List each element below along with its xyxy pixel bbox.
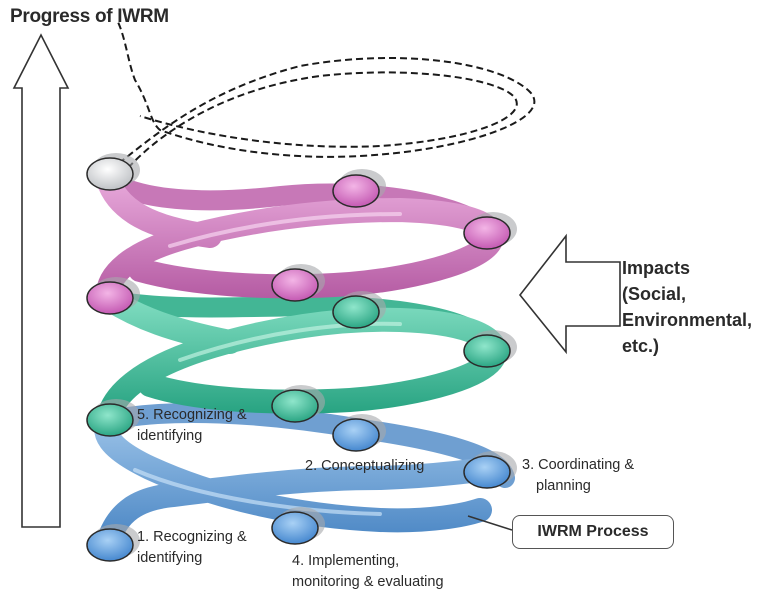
node-green-1 <box>86 403 134 437</box>
step-1-line-2: identifying <box>137 550 203 566</box>
step-5-line-1: 5. Recognizing & <box>137 407 247 423</box>
node-pink-2 <box>332 174 380 208</box>
step-5-line-2: identifying <box>137 428 203 444</box>
impacts-label: Impacts (Social, Environmental, etc.) <box>622 255 752 359</box>
progress-arrow <box>12 33 70 528</box>
node-pink-3 <box>463 216 511 250</box>
node-pink-4 <box>271 268 319 302</box>
step-2-line-1: 2. Conceptualizing <box>305 458 425 474</box>
step-3-line-1: 3. Coordinating & <box>522 457 635 473</box>
loop-nodes <box>86 157 511 562</box>
diagram-title: Progress of IWRM <box>10 6 169 27</box>
step-1-label: 1. Recognizing & identifying <box>137 527 247 569</box>
step-3-line-2: planning <box>536 478 591 494</box>
future-loop-outer-dash <box>109 21 536 171</box>
node-future-1 <box>86 157 134 191</box>
impacts-line-2: Environmental, <box>622 310 753 330</box>
loop-1-shine <box>133 468 382 516</box>
future-loop-inner-dash <box>127 71 518 169</box>
loop-2-shine <box>178 321 402 362</box>
future-loop <box>109 21 536 171</box>
node-blue-2 <box>332 418 380 452</box>
node-green-3 <box>463 334 511 368</box>
node-blue-1 <box>86 528 134 562</box>
step-1-line-1: 1. Recognizing & <box>137 529 247 545</box>
impacts-line-1: (Social, <box>622 284 687 304</box>
impacts-arrow <box>518 233 621 355</box>
impacts-heading: Impacts <box>622 258 691 278</box>
impacts-line-3: etc.) <box>622 336 660 356</box>
node-green-4 <box>271 389 319 423</box>
step-3-label: 3. Coordinating & planning <box>522 455 634 497</box>
step-4-label: 4. Implementing, monitoring & evaluating <box>292 551 444 593</box>
node-blue-4 <box>271 511 319 545</box>
node-blue-3 <box>463 455 511 489</box>
step-2-label: 2. Conceptualizing <box>305 456 424 477</box>
process-connector <box>467 515 513 531</box>
node-green-2 <box>332 295 380 329</box>
step-4-line-1: 4. Implementing, <box>292 553 400 569</box>
iwrm-process-box: IWRM Process <box>512 515 674 549</box>
node-pink-1 <box>86 281 134 315</box>
step-5-label: 5. Recognizing & identifying <box>137 405 247 447</box>
loop-3-shine <box>168 212 402 248</box>
step-4-line-2: monitoring & evaluating <box>292 574 444 590</box>
